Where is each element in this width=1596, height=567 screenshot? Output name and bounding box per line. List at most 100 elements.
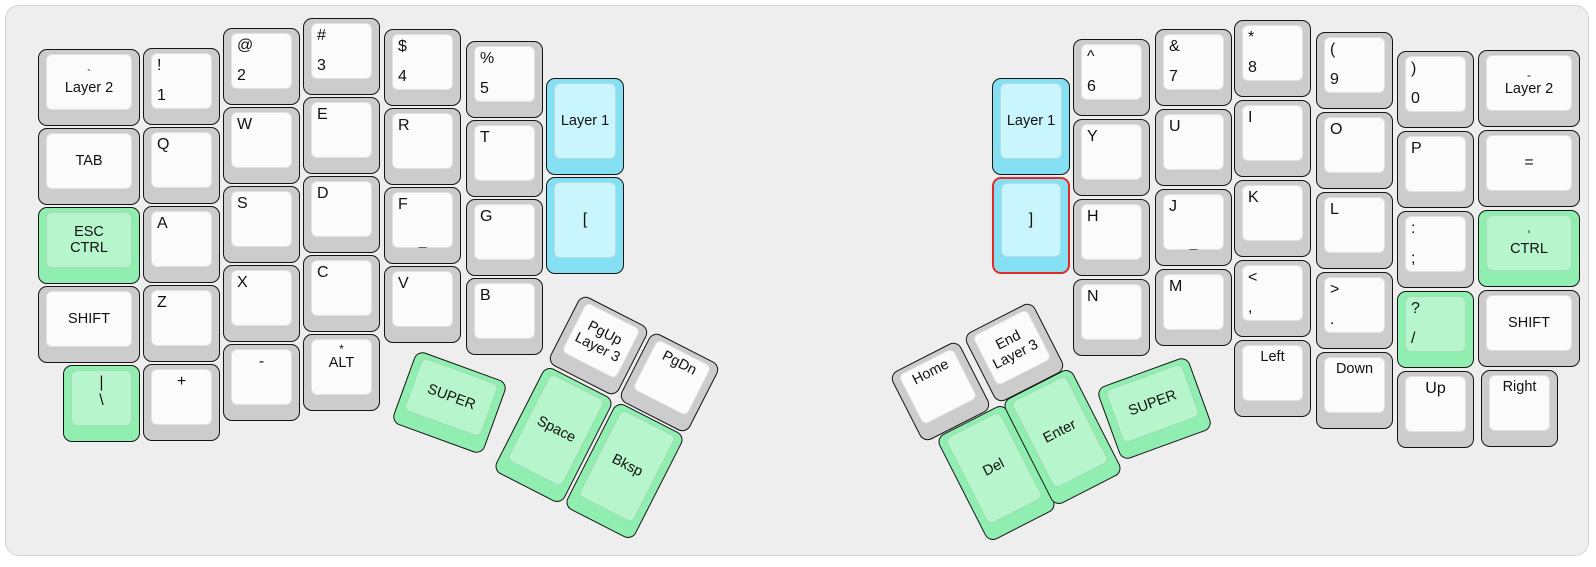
key-lbracket[interactable]: [: [546, 177, 624, 274]
keycap: (9: [1324, 37, 1385, 93]
key-v[interactable]: V: [384, 266, 461, 343]
key-g[interactable]: G: [466, 199, 543, 276]
key-legend: /: [1411, 330, 1416, 348]
key-legend: X: [237, 274, 248, 291]
key-s[interactable]: S: [223, 186, 300, 263]
key-m[interactable]: M: [1155, 269, 1232, 346]
key-j[interactable]: J_: [1155, 189, 1232, 266]
key-legend: *: [339, 342, 344, 356]
key-right[interactable]: Right: [1481, 370, 1558, 447]
key-star-alt[interactable]: *ALT: [303, 334, 380, 411]
key-z[interactable]: Z: [143, 285, 220, 362]
key-period[interactable]: >.: [1316, 272, 1393, 349]
key-dollar-4[interactable]: $4: [384, 29, 461, 106]
key-w[interactable]: W: [223, 107, 300, 184]
key-d[interactable]: D: [303, 176, 380, 253]
key-legend: Bksp: [609, 451, 646, 481]
key-legend: Down: [1335, 361, 1374, 377]
key-pipe-backslash[interactable]: |\: [63, 365, 140, 442]
keycap: E: [311, 102, 372, 158]
key-up[interactable]: Up: [1397, 371, 1474, 448]
key-x[interactable]: X: [223, 265, 300, 342]
keycap: Left: [1242, 345, 1303, 401]
key-rbracket[interactable]: ]: [992, 177, 1070, 274]
key-legend: P: [1411, 140, 1422, 157]
key-r[interactable]: R: [384, 108, 461, 185]
key-minus[interactable]: -: [223, 344, 300, 421]
key-legend: Q: [157, 136, 170, 153]
key-minus-layer2[interactable]: -Layer 2: [1478, 50, 1580, 127]
key-layer2-left[interactable]: `Layer 2: [38, 49, 140, 126]
key-y[interactable]: Y: [1073, 119, 1150, 196]
key-legend: TAB: [75, 152, 103, 169]
key-at-2[interactable]: @2: [223, 28, 300, 105]
keycap: V: [392, 271, 453, 327]
key-shift-left[interactable]: SHIFT: [38, 286, 140, 363]
key-tab[interactable]: TAB: [38, 128, 140, 205]
keycap: J_: [1163, 194, 1224, 250]
key-comma[interactable]: <,: [1234, 260, 1311, 337]
key-question-slash[interactable]: ?/: [1397, 291, 1474, 368]
keycap: R: [392, 113, 453, 169]
key-legend: Space: [534, 413, 579, 447]
key-i[interactable]: I: [1234, 100, 1311, 177]
key-l[interactable]: L: [1316, 192, 1393, 269]
key-amp-7[interactable]: &7: [1155, 29, 1232, 106]
key-rparen-0[interactable]: )0: [1397, 51, 1474, 128]
keycap: Z: [151, 290, 212, 346]
key-shift-right[interactable]: SHIFT: [1478, 290, 1580, 367]
key-legend: SUPER: [1126, 387, 1179, 420]
key-hash-3[interactable]: #3: [303, 18, 380, 95]
keycap: T: [474, 125, 535, 181]
key-semicolon[interactable]: :;: [1397, 211, 1474, 288]
keycap: P: [1405, 136, 1466, 192]
key-caret-6[interactable]: ^6: [1073, 39, 1150, 116]
key-c[interactable]: C: [303, 255, 380, 332]
key-plus[interactable]: +: [143, 364, 220, 441]
key-legend: <: [1248, 269, 1258, 286]
key-legend: \: [99, 391, 104, 409]
keycap: M: [1163, 274, 1224, 330]
keycap: *8: [1242, 25, 1303, 81]
key-o[interactable]: O: [1316, 112, 1393, 189]
keycap: U: [1163, 114, 1224, 170]
key-k[interactable]: K: [1234, 180, 1311, 257]
key-b[interactable]: B: [466, 278, 543, 355]
key-legend: `: [87, 66, 91, 81]
key-percent-5[interactable]: %5: [466, 41, 543, 118]
key-q[interactable]: Q: [143, 127, 220, 204]
keycap: H: [1081, 204, 1142, 260]
key-legend: Layer 2: [1504, 80, 1554, 97]
key-legend: M: [1169, 278, 1183, 295]
key-n[interactable]: N: [1073, 279, 1150, 356]
key-legend: @: [237, 37, 254, 54]
key-legend: >: [1330, 281, 1340, 298]
key-excl-1[interactable]: !1: [143, 48, 220, 125]
key-u[interactable]: U: [1155, 109, 1232, 186]
key-layer1-right[interactable]: Layer 1: [992, 78, 1070, 175]
key-e[interactable]: E: [303, 97, 380, 174]
key-legend: G: [480, 208, 493, 225]
key-layer1-left[interactable]: Layer 1: [546, 78, 624, 175]
keycap: |\: [71, 370, 132, 426]
key-equals[interactable]: =: [1478, 130, 1580, 207]
key-legend: |: [99, 374, 104, 391]
key-h[interactable]: H: [1073, 199, 1150, 276]
key-left[interactable]: Left: [1234, 340, 1311, 417]
keycap: Q: [151, 132, 212, 188]
keycap: !1: [151, 53, 212, 109]
key-quote-ctrl[interactable]: 'CTRL: [1478, 210, 1580, 287]
key-star-8[interactable]: *8: [1234, 20, 1311, 97]
key-lparen-9[interactable]: (9: [1316, 32, 1393, 109]
key-f[interactable]: F_: [384, 187, 461, 264]
keycap: W: [231, 112, 292, 168]
key-down[interactable]: Down: [1316, 352, 1393, 429]
key-legend: #: [317, 27, 326, 44]
key-a[interactable]: A: [143, 206, 220, 283]
key-legend: F: [398, 196, 408, 213]
keycap: <,: [1242, 265, 1303, 321]
key-p[interactable]: P: [1397, 131, 1474, 208]
key-t[interactable]: T: [466, 120, 543, 197]
